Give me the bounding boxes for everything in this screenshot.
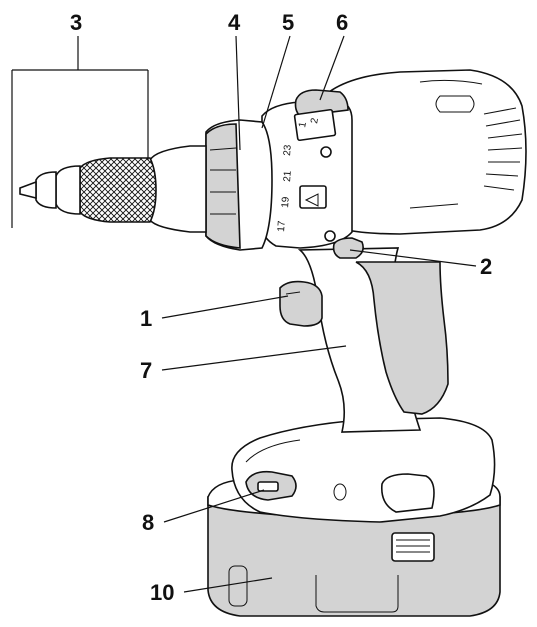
keyless-chuck (19, 157, 157, 223)
callout-1: 1 (140, 306, 152, 331)
torque-mark-21: 21 (282, 170, 294, 182)
callout-6: 6 (336, 10, 348, 35)
gear-housing: 1 2 (261, 89, 364, 259)
callout-4: 4 (228, 10, 241, 35)
handle-grip (279, 247, 449, 433)
torque-collar: 17 19 21 23 (205, 119, 294, 251)
battery-mount (231, 417, 496, 523)
torque-mark-17: 17 (276, 220, 288, 232)
callout-labels: 3 4 5 6 2 1 7 8 10 (70, 10, 492, 605)
callout-10: 10 (150, 580, 174, 605)
nose-cone (149, 145, 207, 233)
callout-7: 8 (142, 510, 154, 535)
motor-housing (317, 69, 527, 235)
gear-mark-1: 1 (297, 121, 309, 129)
gear-mark-2: 2 (309, 117, 321, 125)
torque-mark-23: 23 (282, 144, 294, 156)
callout-8: 7 (140, 358, 152, 383)
callout-5: 5 (282, 10, 294, 35)
leader-lines (11, 35, 477, 593)
callout-3: 3 (70, 10, 82, 35)
torque-mark-19: 19 (280, 196, 292, 208)
callout-2: 2 (480, 254, 492, 279)
